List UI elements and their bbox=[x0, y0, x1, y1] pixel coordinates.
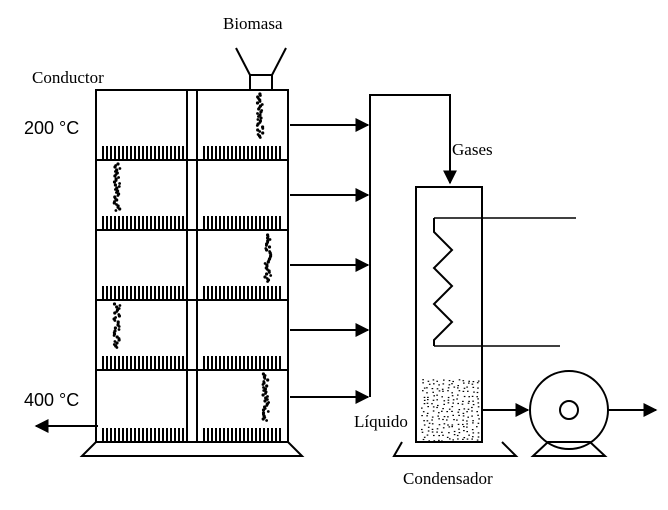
tray-teeth bbox=[102, 146, 281, 442]
liquid-label: Líquido bbox=[354, 412, 408, 431]
gas-outlet-arrows bbox=[290, 118, 370, 404]
conductor-label: Conductor bbox=[32, 68, 104, 87]
tray-teeth-row-5 bbox=[102, 428, 281, 442]
tray-teeth-row-2 bbox=[102, 216, 281, 230]
reactor-column bbox=[95, 89, 289, 443]
reactor-base bbox=[79, 441, 305, 457]
gases-label: Gases bbox=[452, 140, 493, 159]
zigzag-coil-icon bbox=[432, 217, 576, 347]
temperature-bottom-label: 400 °C bbox=[24, 390, 80, 410]
condenser-label: Condensador bbox=[403, 469, 493, 488]
tray-teeth-row-3 bbox=[102, 286, 281, 300]
condenser-wall bbox=[415, 186, 483, 443]
condenser-column bbox=[392, 186, 519, 457]
particle-stack-3 bbox=[263, 233, 273, 283]
particle-stack-1 bbox=[255, 92, 265, 139]
circular-pump-icon bbox=[529, 370, 609, 457]
temperature-top-label: 200 °C bbox=[24, 118, 80, 138]
biomass-label: Biomasa bbox=[223, 14, 283, 33]
gas-collector-pipe bbox=[369, 94, 457, 397]
tray-teeth-row-4 bbox=[102, 356, 281, 370]
reactor-outer-wall bbox=[95, 89, 289, 443]
particle-stack-5 bbox=[261, 372, 270, 422]
biomass-particles bbox=[112, 92, 273, 422]
condensed-liquid bbox=[421, 379, 480, 442]
hopper-icon bbox=[235, 47, 287, 91]
tray-teeth-row-1 bbox=[102, 146, 281, 160]
particle-stack-2 bbox=[112, 162, 122, 212]
condenser-base bbox=[392, 441, 519, 457]
particle-stack-4 bbox=[112, 302, 122, 349]
